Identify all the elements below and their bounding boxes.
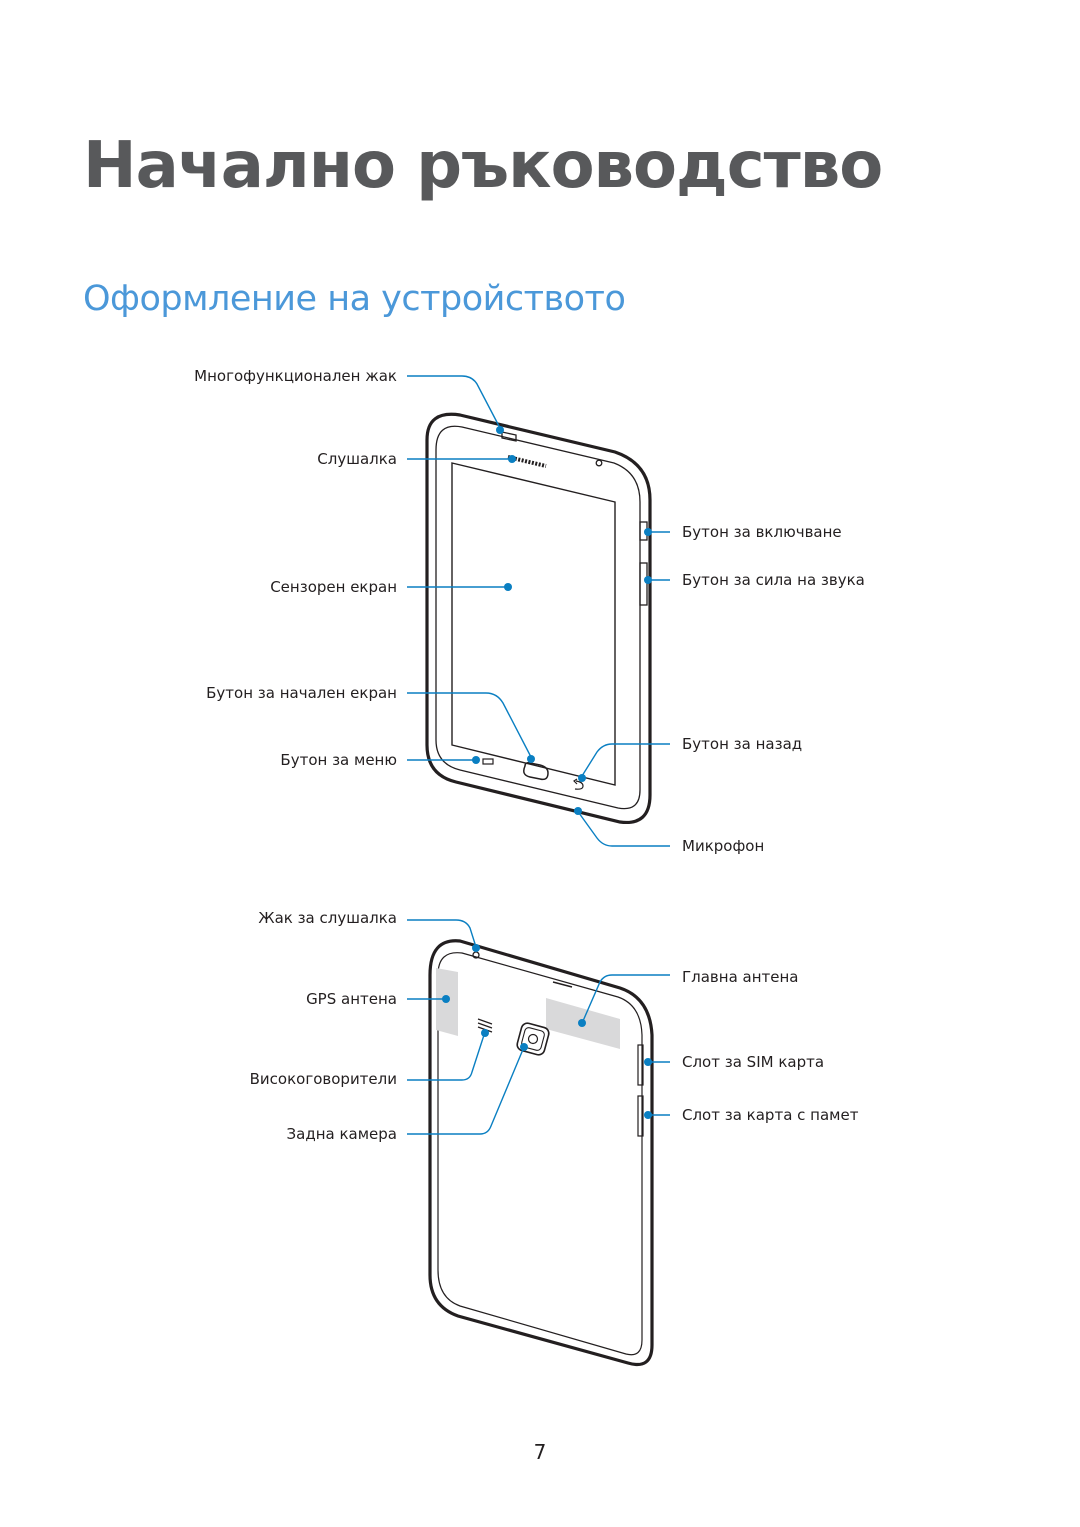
label-speaker: Високоговорители: [249, 1070, 397, 1088]
home-dot: [527, 755, 535, 763]
main-antenna-dot: [578, 1019, 586, 1027]
jack-dot: [496, 426, 504, 434]
label-back-button: Бутон за назад: [682, 735, 803, 753]
label-multipurpose-jack: Многофункционален жак: [194, 367, 397, 385]
label-menu-button: Бутон за меню: [280, 751, 397, 769]
label-home-button: Бутон за начален екран: [206, 684, 397, 702]
power-dot: [644, 528, 652, 536]
touchscreen-dot: [504, 583, 512, 591]
label-gps-antenna: GPS антена: [306, 990, 397, 1008]
page-number: 7: [533, 1440, 547, 1464]
volume-dot: [644, 576, 652, 584]
label-touchscreen: Сензорен екран: [270, 578, 397, 596]
chapter-title: Начално ръководство: [83, 129, 883, 203]
headset-jack-dot: [472, 944, 480, 952]
section-title: Оформление на устройството: [83, 279, 626, 319]
callout-dots: [442, 426, 652, 1119]
label-memory-card-slot: Слот за карта с памет: [682, 1106, 859, 1124]
speaker-dot: [481, 1029, 489, 1037]
earpiece-dot: [508, 455, 516, 463]
label-power-button: Бутон за включване: [682, 523, 842, 541]
gps-dot: [442, 995, 450, 1003]
label-sim-slot: Слот за SIM карта: [682, 1053, 825, 1071]
sim-dot: [644, 1058, 652, 1066]
label-main-antenna: Главна антена: [682, 968, 799, 986]
label-headset-jack: Жак за слушалка: [258, 909, 397, 927]
label-rear-camera: Задна камера: [286, 1125, 397, 1143]
memory-card-dot: [644, 1111, 652, 1119]
menu-dot: [472, 756, 480, 764]
device-front-illustration: [425, 412, 652, 825]
back-dot: [578, 774, 586, 782]
label-earpiece: Слушалка: [317, 450, 397, 468]
camera-dot: [520, 1043, 528, 1051]
mic-dot: [574, 807, 582, 815]
device-back-illustration: [428, 939, 654, 1367]
label-microphone: Микрофон: [682, 837, 765, 855]
label-volume-button: Бутон за сила на звука: [682, 571, 865, 589]
